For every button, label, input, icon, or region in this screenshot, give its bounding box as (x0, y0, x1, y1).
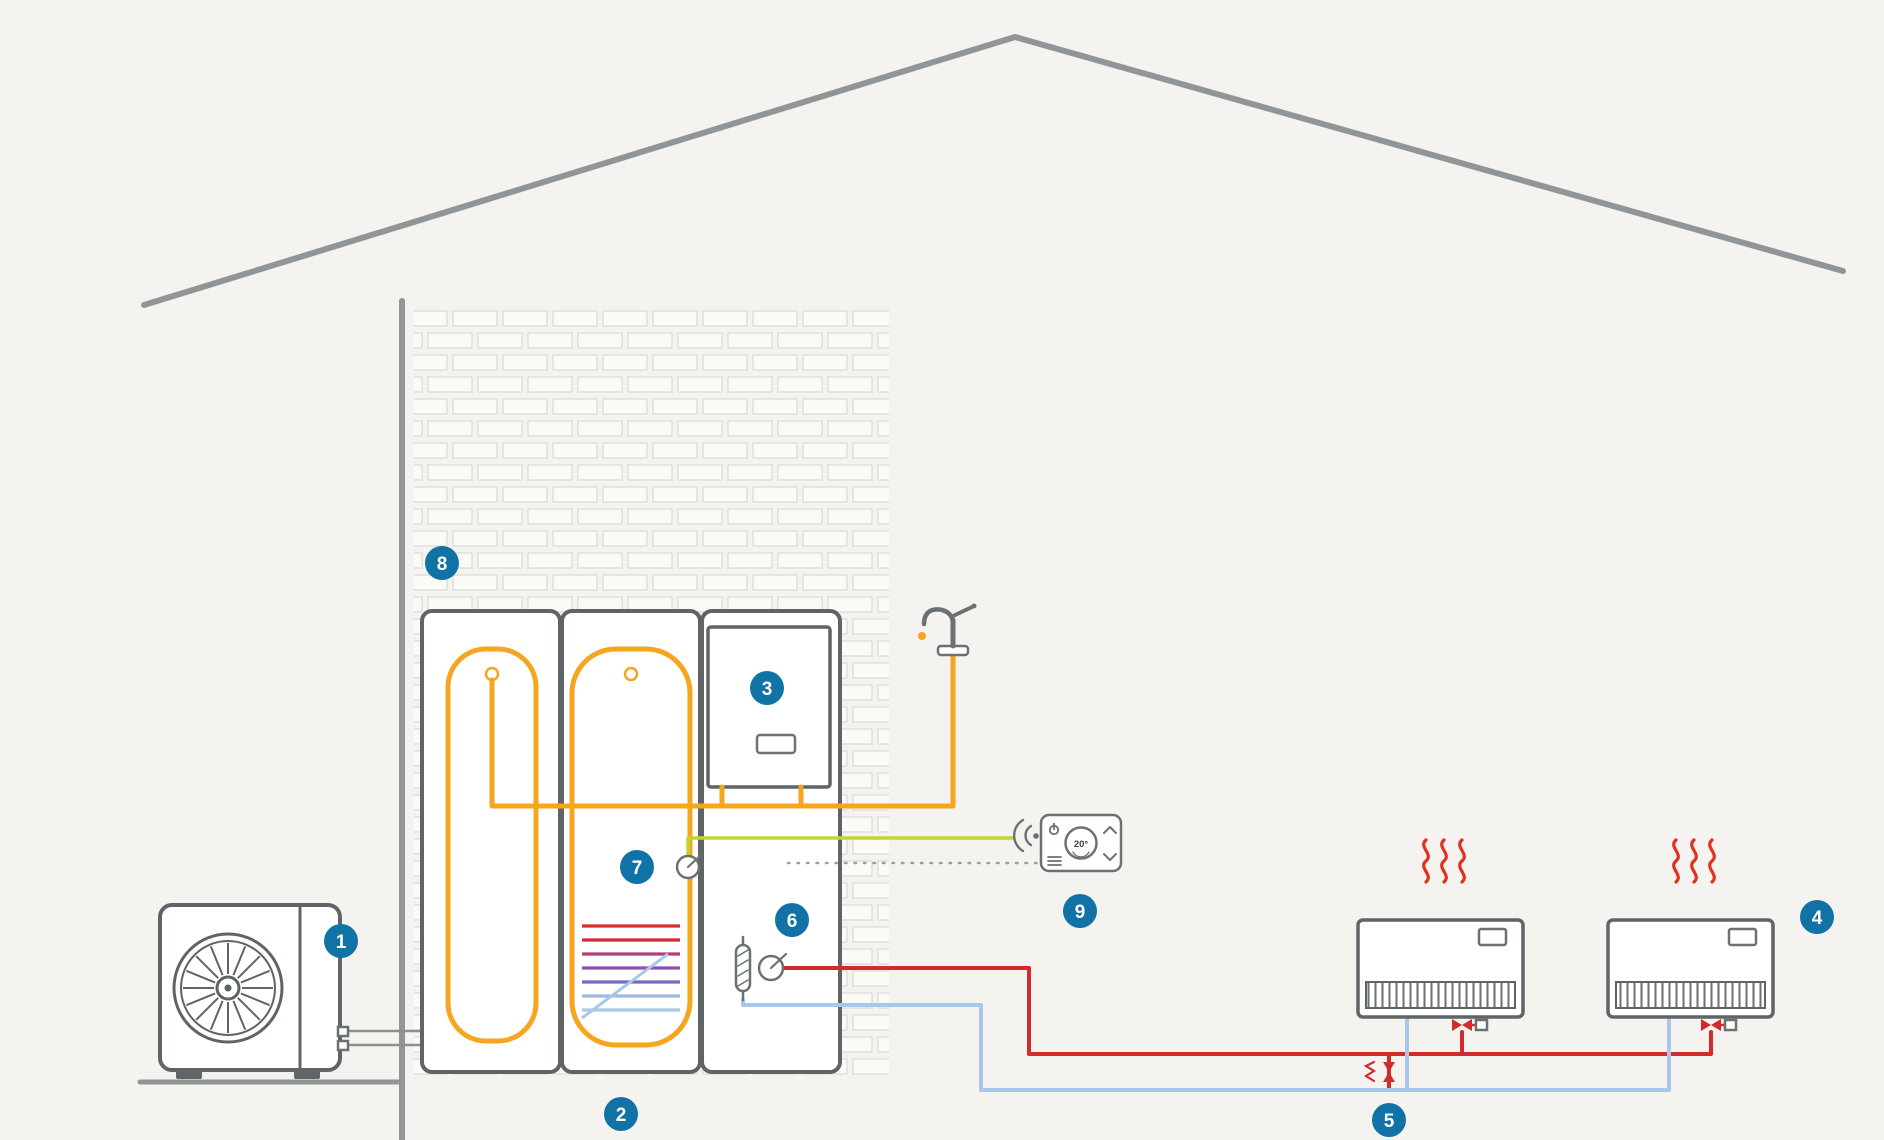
faucet-icon (918, 603, 977, 657)
refrigerant-pipes (348, 1029, 423, 1047)
hotspot-9-thermostat[interactable]: 9 (1063, 894, 1097, 928)
filter (734, 935, 752, 1002)
chevron-up-icon (1103, 826, 1117, 834)
unit-foot (176, 1070, 202, 1079)
heating-return-pipe (741, 998, 1671, 1092)
boiler-display (755, 733, 797, 755)
dhw-cylinder (569, 646, 693, 1048)
radiator-vent (1477, 927, 1508, 947)
hotspot-5-bypass-valve[interactable]: 5 (1372, 1103, 1406, 1137)
temperature-gauge (675, 853, 703, 880)
water-drop-icon (918, 632, 926, 640)
svg-text:6: 6 (787, 911, 798, 932)
radiator-2 (1606, 838, 1775, 1019)
svg-text:2: 2 (616, 1105, 627, 1126)
heat-exchanger-coil (581, 924, 680, 1020)
radiator-vent (1727, 927, 1758, 947)
menu-icon (1047, 856, 1062, 866)
heat-pump-outdoor-unit (158, 903, 350, 1079)
hotspot-6-pump-group[interactable]: 6 (775, 903, 809, 937)
heat-waves-icon (1672, 838, 1680, 884)
hotspot-7-dhw-cylinder[interactable]: 7 (620, 850, 654, 884)
pipe-connector (336, 1025, 350, 1038)
hotspot-4-radiators[interactable]: 4 (1800, 900, 1834, 934)
svg-text:3: 3 (762, 679, 773, 700)
spring-icon (1363, 1060, 1377, 1083)
hotspot-3-boiler[interactable]: 3 (750, 671, 784, 705)
hotspot-1-outdoor-unit[interactable]: 1 (324, 924, 358, 958)
room-thermostat[interactable]: 20° (1039, 813, 1123, 873)
heat-waves-icon (1708, 838, 1716, 884)
thermostatic-head (1723, 1018, 1738, 1032)
svg-text:7: 7 (632, 858, 643, 879)
hotspot-2-indoor-cabinets[interactable]: 2 (604, 1097, 638, 1131)
heat-waves-icon (1440, 838, 1448, 884)
heat-waves-icon (1422, 838, 1430, 884)
svg-text:4: 4 (1812, 908, 1823, 929)
roof-outline (141, 34, 1846, 308)
unit-foot (294, 1070, 320, 1079)
svg-text:5: 5 (1384, 1111, 1395, 1132)
radiator-grille (1615, 981, 1766, 1009)
svg-text:8: 8 (437, 554, 448, 575)
circulation-pump (757, 952, 788, 982)
chevron-down-icon (1103, 853, 1117, 861)
heat-waves-icon (1690, 838, 1698, 884)
sensor-dot (623, 666, 639, 682)
pipe-connector (336, 1039, 350, 1052)
thermostat-dial (1064, 826, 1098, 860)
radiator-1 (1356, 838, 1525, 1019)
heating-flow-pipe (781, 966, 1713, 1056)
thermostatic-head (1474, 1018, 1489, 1032)
svg-text:9: 9 (1075, 902, 1086, 923)
wifi-icon (1013, 818, 1039, 853)
boiler-unit (706, 625, 832, 789)
bypass-valve (1363, 1060, 1395, 1083)
ebus-cable (686, 836, 1016, 858)
thermostat-temp: 20° (1074, 839, 1089, 850)
heat-waves-icon (1458, 838, 1466, 884)
fan-blades-icon (183, 943, 273, 1033)
radiator-grille (1365, 981, 1516, 1009)
power-icon (1048, 823, 1060, 836)
svg-text:1: 1 (336, 932, 347, 953)
radiator-valve-2 (1701, 1018, 1738, 1032)
hotspot-8-brick-wall[interactable]: 8 (425, 546, 459, 580)
radiator-valve-1 (1452, 1018, 1489, 1032)
